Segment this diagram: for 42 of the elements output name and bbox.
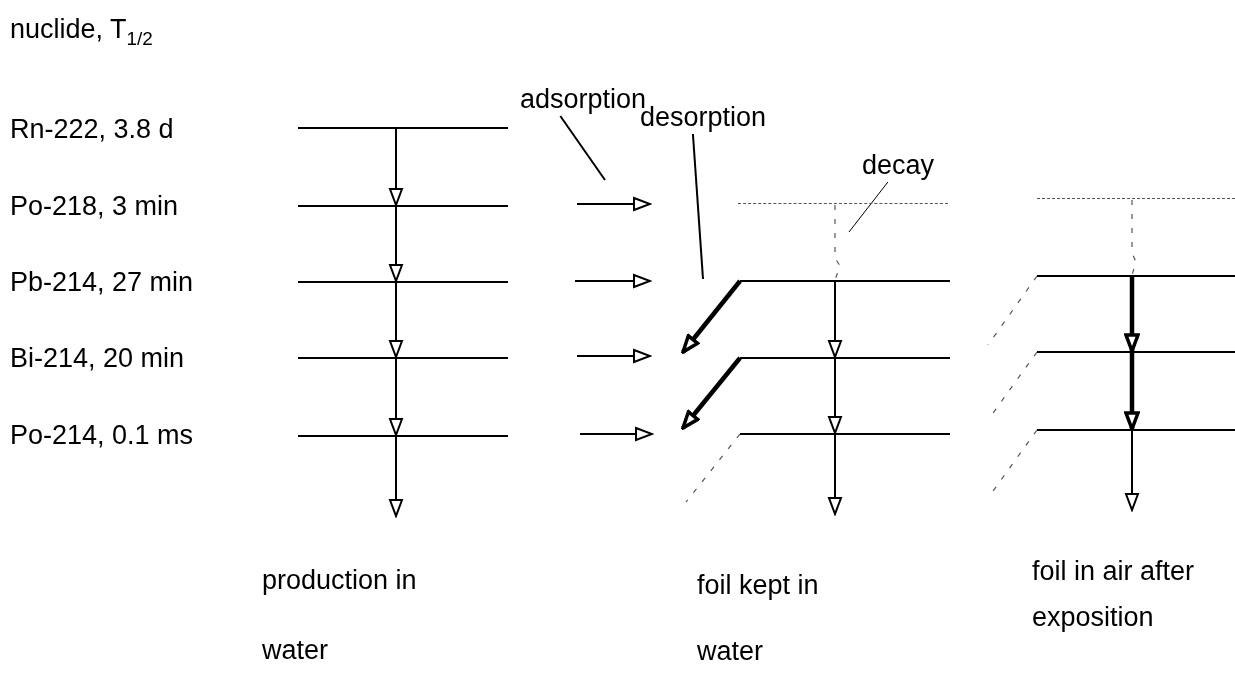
- axis-heading: nuclide, T$_{1/2}$: [10, 13, 153, 46]
- energy-level-line: [740, 433, 950, 435]
- energy-level-line: [1037, 275, 1235, 277]
- energy-level-line: [298, 435, 508, 437]
- energy-level-line: [740, 357, 950, 359]
- energy-level-line: [298, 357, 508, 359]
- energy-level-line: [298, 127, 508, 129]
- leader-line: [848, 181, 889, 233]
- arrow: [828, 358, 842, 434]
- nuclide-label: Rn-222, 3.8 d: [10, 113, 174, 146]
- empty-level-line: [1037, 198, 1235, 199]
- arrow: [389, 206, 403, 282]
- arrow: [681, 279, 742, 354]
- arrow: [1124, 277, 1140, 353]
- dashed-line: [685, 433, 741, 503]
- arrow: [389, 128, 403, 206]
- nuclide-label: Bi-214, 20 min: [10, 342, 185, 375]
- leader-line: [559, 115, 606, 181]
- dashed-line: [1131, 199, 1137, 276]
- arrow: [389, 282, 403, 358]
- nuclide-label: Pb-214, 27 min: [10, 266, 194, 299]
- energy-level-line: [298, 281, 508, 283]
- process-label: decay: [862, 148, 935, 182]
- nuclide-label: Po-218, 3 min: [10, 190, 179, 223]
- energy-level-line: [1037, 429, 1235, 431]
- arrow: [389, 358, 403, 436]
- energy-level-line: [298, 205, 508, 207]
- column-caption: foil in air after exposition: [1032, 555, 1196, 634]
- leader-line: [691, 133, 704, 280]
- arrow: [828, 434, 842, 515]
- column-caption: production in water: [262, 564, 418, 667]
- dashed-line: [834, 204, 841, 281]
- nuclide-label: Po-214, 0.1 ms: [10, 419, 194, 452]
- empty-level-line: [738, 203, 948, 204]
- arrow: [828, 281, 842, 358]
- arrow: [1125, 430, 1139, 511]
- energy-level-line: [1037, 351, 1235, 353]
- energy-level-line: [740, 280, 950, 282]
- column-caption: foil kept in water: [697, 569, 820, 668]
- arrow: [389, 436, 403, 517]
- arrow: [1124, 353, 1140, 431]
- arrow: [681, 356, 742, 430]
